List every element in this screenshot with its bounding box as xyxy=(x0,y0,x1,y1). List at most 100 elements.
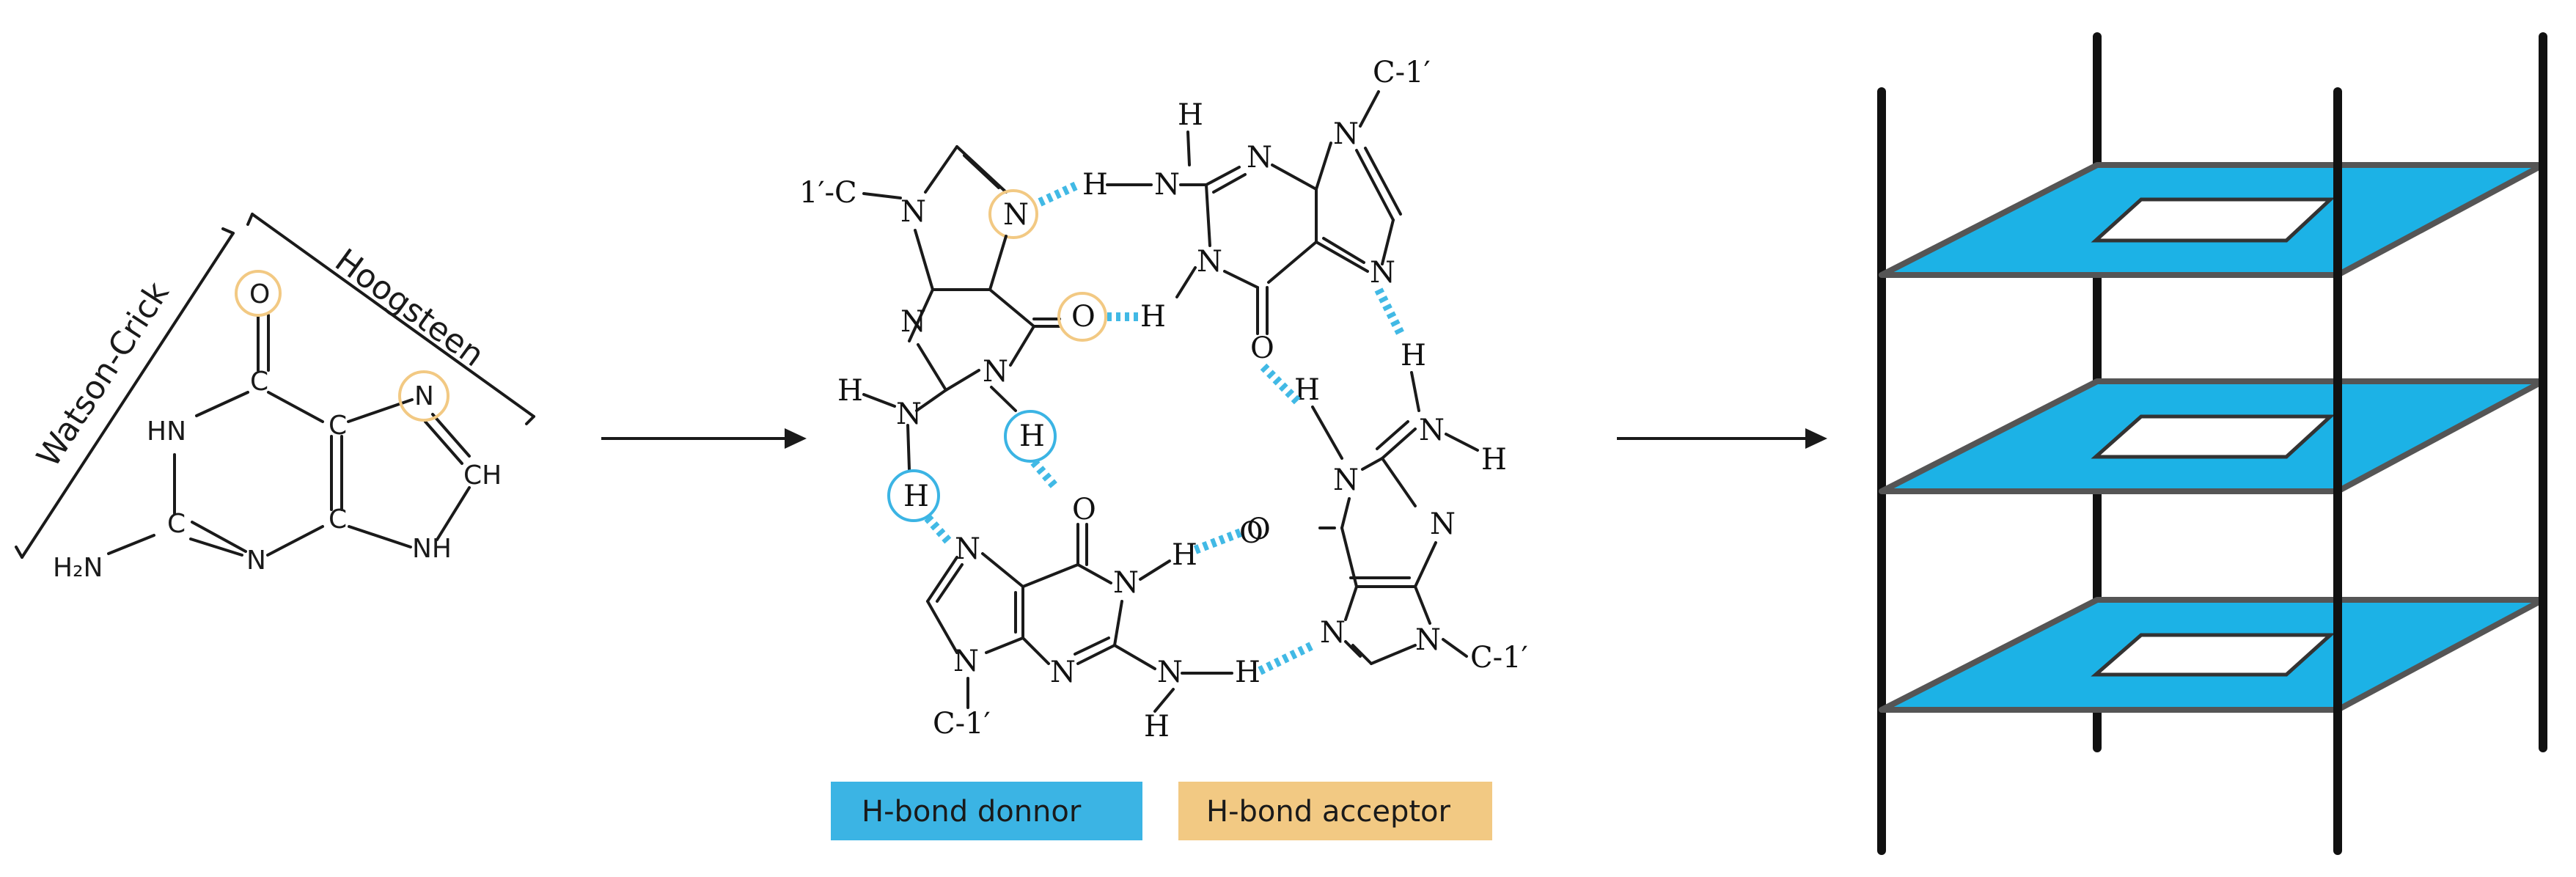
bond xyxy=(436,486,471,541)
g1-c2n: N xyxy=(900,305,926,339)
bond xyxy=(1344,640,1362,658)
bond xyxy=(195,391,249,417)
bond xyxy=(1410,371,1420,412)
bond xyxy=(936,563,964,603)
donor-legend-label: H-bond donnor xyxy=(862,795,1082,829)
g-tetrad-panel: 1′-C N N O N N N H xyxy=(799,56,1528,840)
g4-h1: H xyxy=(1172,538,1197,572)
g1-o: O xyxy=(1071,300,1096,334)
guanine-panel: Watson-Crick Hoogsteen O C C N CH NH C N… xyxy=(15,213,535,583)
bond xyxy=(963,154,1000,189)
bond xyxy=(1311,406,1343,460)
g3-n1: N xyxy=(1333,463,1359,497)
bond xyxy=(1139,559,1171,581)
g1-h3: H xyxy=(903,480,929,513)
bracket-tick xyxy=(246,213,254,226)
plane-hole xyxy=(2091,197,2335,243)
g2-n1: N xyxy=(1197,245,1222,279)
guanine-1: 1′-C N N O N N N H xyxy=(799,145,1107,522)
bond xyxy=(1175,266,1197,298)
g3-n3: N xyxy=(1430,507,1456,541)
g2-h-imino: H xyxy=(1140,300,1166,334)
plane-hole xyxy=(2091,633,2335,677)
bond xyxy=(1271,164,1318,191)
g2-n9: N xyxy=(1333,117,1359,151)
g2-n7: N xyxy=(1370,256,1395,290)
atom-n9: NH xyxy=(412,534,452,564)
bond xyxy=(981,552,1024,588)
bond xyxy=(985,636,1024,654)
g2-n-amino: N xyxy=(1154,168,1180,202)
g2-n3: N xyxy=(1247,141,1272,175)
g1-h1: H xyxy=(1019,419,1045,453)
hbond xyxy=(1038,180,1080,207)
bond xyxy=(1361,457,1384,471)
donor-legend-swatch xyxy=(831,782,1142,840)
g2-h-top: H xyxy=(1178,98,1203,132)
g4-n7: N xyxy=(955,532,980,566)
bond xyxy=(1351,644,1373,665)
atom-c2: C xyxy=(167,509,186,539)
bond xyxy=(926,600,958,654)
g1-sugar: 1′-C xyxy=(799,176,857,210)
bond xyxy=(191,521,247,553)
bond xyxy=(1212,173,1247,194)
legend: H-bond donnor H-bond acceptor xyxy=(831,782,1492,840)
bracket-tick xyxy=(15,546,23,559)
bond xyxy=(1364,147,1402,216)
bond xyxy=(924,145,958,194)
bond xyxy=(1315,241,1369,273)
g1-n7: N xyxy=(1003,198,1029,232)
acceptor-highlight-n7 xyxy=(398,370,449,422)
arrow-head xyxy=(1805,428,1827,449)
bond xyxy=(862,393,896,408)
g2-h-link: H xyxy=(1082,168,1108,202)
g4-h2: H xyxy=(1144,710,1170,744)
hbond xyxy=(1258,641,1315,675)
arrow-head xyxy=(785,428,807,449)
bond xyxy=(1442,638,1468,658)
atom-o: O xyxy=(249,279,270,309)
bond xyxy=(908,288,934,342)
quadruplex-stack-panel xyxy=(1877,32,2547,855)
bond xyxy=(267,391,324,423)
hoogsteen-bracket xyxy=(251,213,535,418)
bond xyxy=(1344,585,1358,621)
g1-n1: N xyxy=(983,355,1008,389)
watson-crick-bracket xyxy=(21,232,235,559)
g3-n7: N xyxy=(1320,616,1346,650)
bond xyxy=(955,145,1008,194)
g3-n9: N xyxy=(1415,623,1441,657)
bond xyxy=(347,398,414,423)
bond xyxy=(266,525,324,557)
g4-n2: N xyxy=(1157,656,1183,689)
bond xyxy=(914,229,934,291)
bond xyxy=(1223,270,1259,289)
bond xyxy=(1267,241,1318,284)
g1-o-acceptor xyxy=(1057,292,1107,342)
bond xyxy=(917,343,947,392)
g1-n7-acceptor xyxy=(988,189,1038,239)
bond xyxy=(107,534,155,555)
g1-h3-donor xyxy=(887,469,940,522)
hoogsteen-label: Hoogsteen xyxy=(329,242,491,375)
bond xyxy=(1021,563,1079,588)
g4-sugar: C-1′ xyxy=(933,707,991,741)
bond xyxy=(1205,166,1241,186)
acceptor-highlight-o xyxy=(235,270,282,317)
bond xyxy=(915,389,947,412)
bond xyxy=(1370,644,1417,665)
hbond xyxy=(1260,363,1302,406)
guanine-4: N O N H N N C-1′ N xyxy=(926,493,1263,744)
bracket-tick xyxy=(525,415,535,425)
g1-h1-donor xyxy=(1004,410,1057,463)
bond xyxy=(1153,688,1175,713)
bond xyxy=(1445,433,1479,452)
g3-h-out: H xyxy=(1481,443,1507,477)
guanine-3: H N H N H N O N C-1′ xyxy=(1247,339,1528,675)
atom-c6: C xyxy=(250,367,268,397)
g3-sugar: C-1′ xyxy=(1470,641,1528,675)
hbond xyxy=(924,515,953,546)
arrow-2 xyxy=(1617,428,1827,449)
